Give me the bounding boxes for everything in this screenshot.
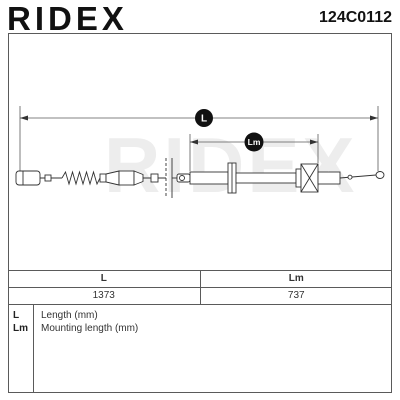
value-lm: 737 — [199, 288, 393, 304]
return-spring — [61, 170, 101, 186]
legend-symbol-lm: Lm — [13, 323, 28, 334]
sheath-end-eyelet — [179, 175, 185, 181]
dimension-Lm-label: Lm — [248, 137, 261, 147]
legend-description-l: Length (mm) — [41, 310, 98, 321]
legend-symbol-column: L Lm — [8, 305, 34, 393]
dimension-L-label: L — [201, 114, 207, 125]
legend-description-column: Length (mm) Mounting length (mm) — [34, 305, 138, 393]
dimension-L-arrow-right — [370, 115, 378, 121]
dimension-Lm-arrow-left — [190, 139, 198, 145]
legend-description-lm: Mounting length (mm) — [41, 323, 139, 334]
cable-crimp-sleeve — [44, 174, 52, 182]
dimension-table: L Lm 1373 737 — [8, 270, 392, 304]
legend: L Lm Length (mm) Mounting length (mm) — [8, 304, 392, 393]
dimension-L-arrow-left — [20, 115, 28, 121]
brake-cable — [15, 158, 385, 198]
column-header-l: L — [100, 273, 107, 284]
table-header-row: L Lm — [8, 270, 392, 287]
table-row: 1373 737 — [8, 287, 392, 304]
adjuster-nut — [150, 173, 159, 183]
column-header-lm: Lm — [199, 271, 393, 287]
part-number: 124C0112 — [319, 9, 392, 26]
dimension-L-badge — [195, 109, 213, 127]
dimension-Lm-arrow-right — [310, 139, 318, 145]
thread-fitting-cross-b — [300, 163, 319, 193]
cable-end-nipple — [375, 171, 385, 179]
inner-cable-right — [339, 174, 377, 179]
drawing-frame — [8, 33, 392, 393]
legend-symbol-l: L — [13, 310, 20, 321]
dimension-Lm-badge — [244, 132, 264, 152]
adjuster-taper — [133, 170, 144, 186]
inner-cable-stop — [347, 174, 353, 180]
brand-logo: RIDEX — [7, 0, 128, 37]
value-l: 1373 — [92, 290, 115, 301]
